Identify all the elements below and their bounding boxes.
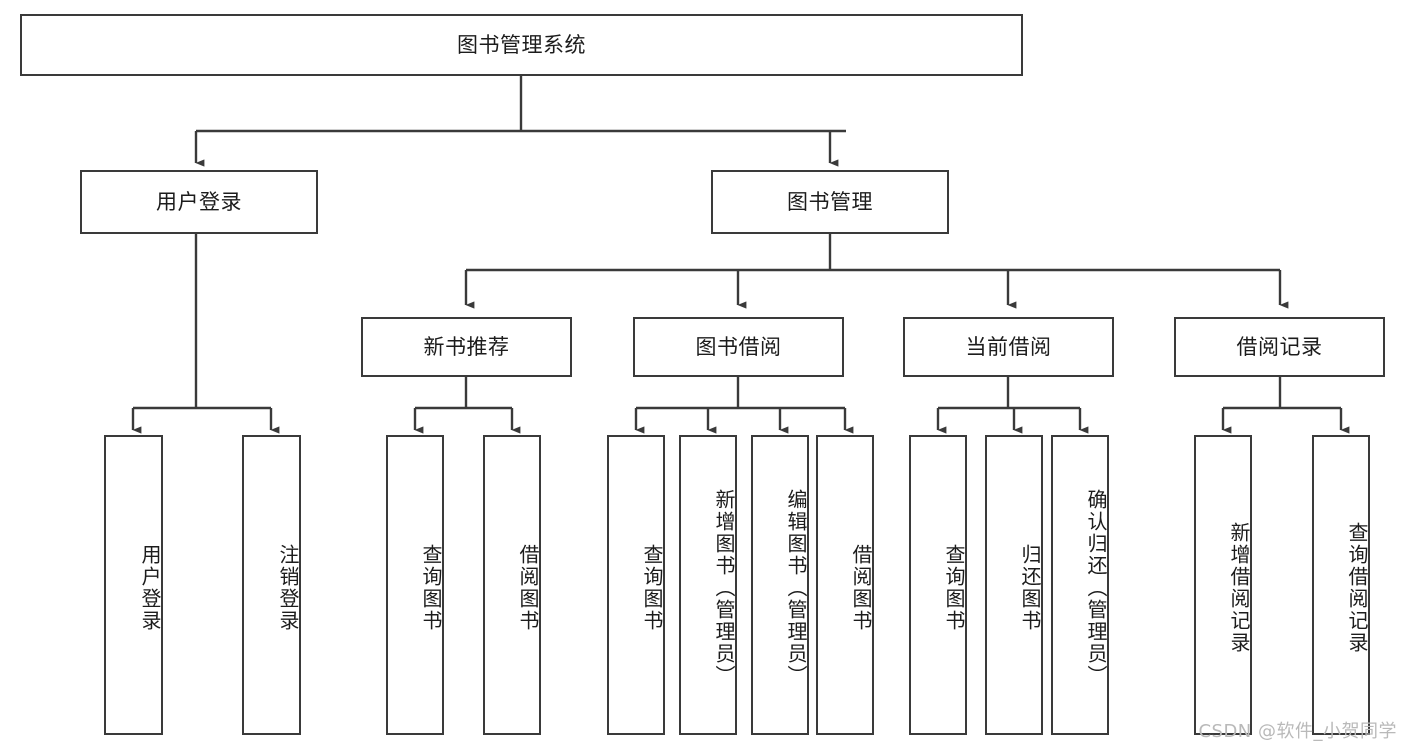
node-new-book-recommend[interactable]: 新书推荐 <box>361 317 572 377</box>
leaf-add-book-admin[interactable]: 新增图书（管理员） <box>679 435 737 735</box>
leaf-label: 借阅图书 <box>516 544 540 632</box>
leaf-label: 确认归还（管理员） <box>1084 489 1108 687</box>
leaf-label: 新增借阅记录 <box>1227 522 1251 654</box>
leaf-label: 编辑图书（管理员） <box>784 489 808 687</box>
leaf-query-borrow-record[interactable]: 查询借阅记录 <box>1312 435 1370 735</box>
node-book-management[interactable]: 图书管理 <box>711 170 949 234</box>
node-current-borrow[interactable]: 当前借阅 <box>903 317 1114 377</box>
leaf-label: 新增图书（管理员） <box>712 489 736 687</box>
leaf-label: 归还图书 <box>1018 544 1042 632</box>
leaf-user-login[interactable]: 用户登录 <box>104 435 163 735</box>
leaf-query-books-borrow[interactable]: 查询图书 <box>607 435 665 735</box>
leaf-borrow-books[interactable]: 借阅图书 <box>816 435 874 735</box>
leaf-label: 查询图书 <box>640 544 664 632</box>
node-user-login[interactable]: 用户登录 <box>80 170 318 234</box>
leaf-label: 用户登录 <box>138 544 162 632</box>
leaf-confirm-return-admin[interactable]: 确认归还（管理员） <box>1051 435 1109 735</box>
node-root-system[interactable]: 图书管理系统 <box>20 14 1023 76</box>
node-borrow-records[interactable]: 借阅记录 <box>1174 317 1385 377</box>
leaf-label: 注销登录 <box>276 544 300 632</box>
leaf-borrow-books-newbook[interactable]: 借阅图书 <box>483 435 541 735</box>
leaf-return-books[interactable]: 归还图书 <box>985 435 1043 735</box>
watermark-text: CSDN @软件_小贺同学 <box>1198 721 1397 742</box>
leaf-add-borrow-record[interactable]: 新增借阅记录 <box>1194 435 1252 735</box>
leaf-label: 查询借阅记录 <box>1345 522 1369 654</box>
leaf-query-books-newbook[interactable]: 查询图书 <box>386 435 444 735</box>
leaf-query-books-current[interactable]: 查询图书 <box>909 435 967 735</box>
leaf-label: 借阅图书 <box>849 544 873 632</box>
leaf-logout[interactable]: 注销登录 <box>242 435 301 735</box>
leaf-label: 查询图书 <box>942 544 966 632</box>
node-book-borrow[interactable]: 图书借阅 <box>633 317 844 377</box>
leaf-edit-book-admin[interactable]: 编辑图书（管理员） <box>751 435 809 735</box>
leaf-label: 查询图书 <box>419 544 443 632</box>
